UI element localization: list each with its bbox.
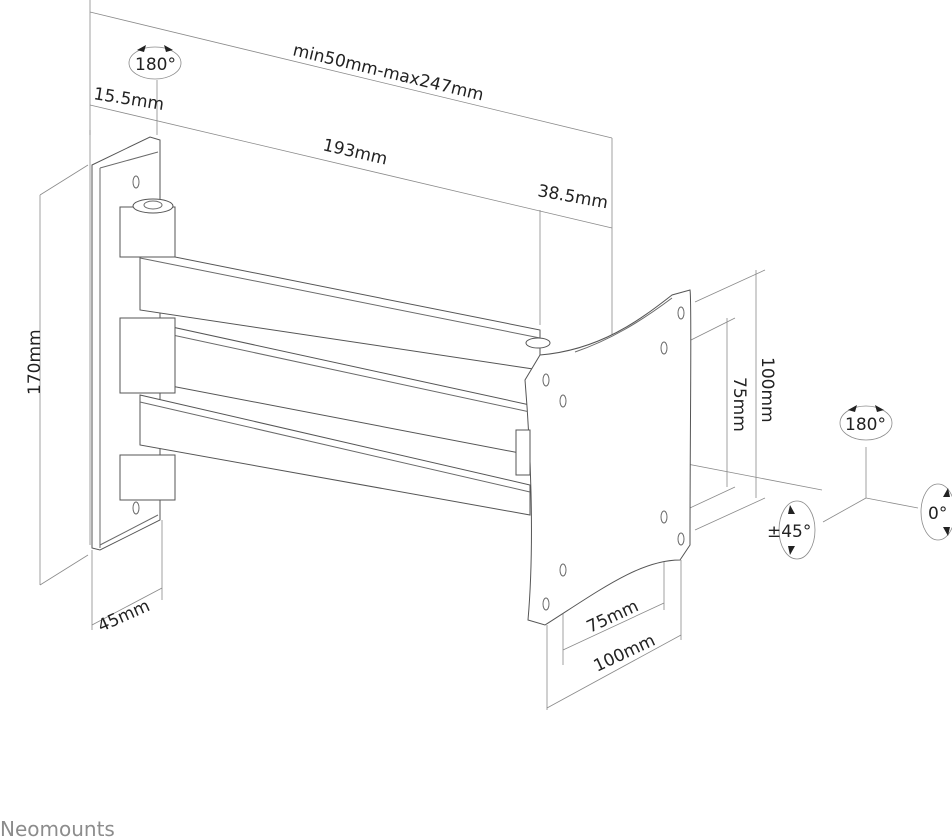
arm-length-label: 193mm: [321, 135, 389, 169]
vesa-width-small-label: 75mm: [584, 596, 642, 637]
vesa-height-large-label: 100mm: [757, 357, 777, 423]
arms: [139, 249, 541, 516]
plate-offset-label: 38.5mm: [536, 181, 609, 213]
rotation-arrows: [137, 45, 950, 555]
rotate-rotation-icon: [920, 483, 952, 541]
tilt-label: ±45°: [767, 522, 811, 542]
vesa-height-small-label: 75mm: [729, 377, 749, 432]
hinges: [119, 198, 551, 501]
vesa-plate: [515, 289, 692, 626]
swivel-label: 180°: [845, 415, 886, 435]
rotate-label: 0°: [928, 504, 947, 524]
swivel-rotation-icon: [839, 405, 893, 441]
wall-plate-height-label: 170mm: [25, 329, 45, 395]
tilt-rotation-icon: [778, 500, 816, 560]
dimension-lines: [39, 0, 919, 710]
arm-swivel-label: 180°: [135, 55, 176, 75]
arm-extension-label: min50mm-max247mm: [291, 40, 486, 105]
wall-offset-label: 15.5mm: [92, 84, 165, 115]
wall-plate-depth-label: 45mm: [95, 596, 153, 637]
arm-swivel-rotation-icon: [128, 46, 182, 80]
brand-logo: Neomounts: [0, 817, 115, 840]
vesa-width-large-label: 100mm: [591, 631, 659, 677]
